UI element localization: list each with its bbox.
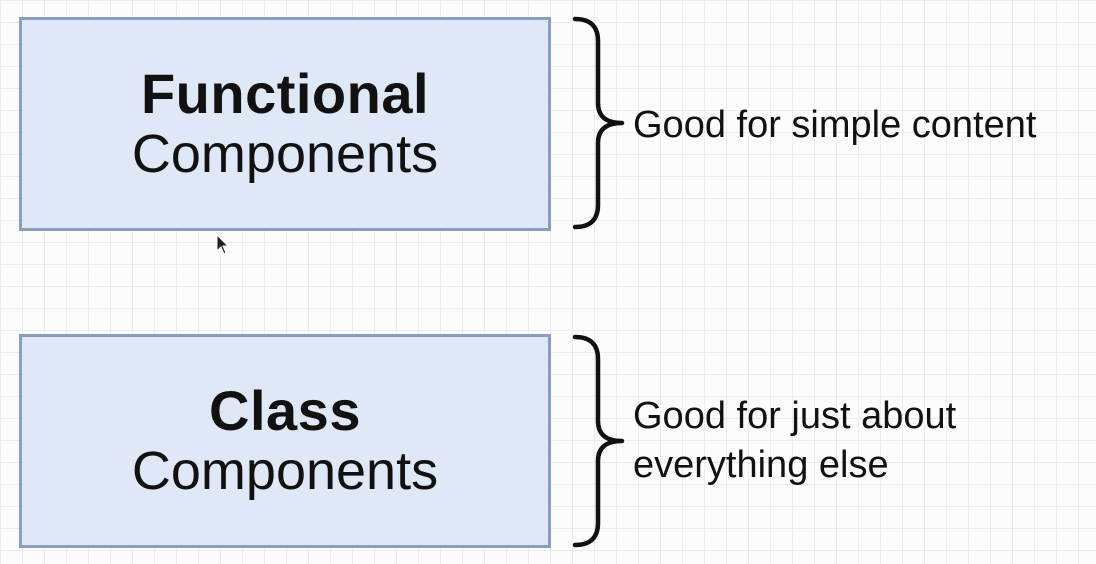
functional-title: Functional [140, 62, 430, 126]
class-note-line-2: everything else [633, 444, 889, 487]
class-title: Class [209, 379, 361, 443]
class-subtitle: Components [131, 440, 439, 501]
functional-subtitle: Components [131, 123, 439, 184]
right-curly-brace-icon [572, 334, 625, 548]
functional-note-line: Good for simple content [633, 104, 1037, 146]
mouse-pointer-icon [216, 234, 230, 255]
functional-note: Good for simple content [633, 101, 1036, 150]
class-components-box: Class Components [19, 334, 551, 548]
class-note-line-1: Good for just about [633, 395, 957, 437]
class-note: Good for just about everything else [633, 392, 956, 491]
right-curly-brace-icon [572, 16, 625, 230]
functional-components-box: Functional Components [19, 17, 551, 231]
